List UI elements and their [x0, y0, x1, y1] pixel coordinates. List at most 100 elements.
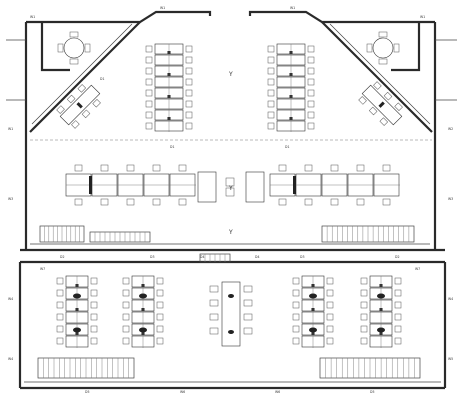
meeting-table-left [57, 31, 91, 65]
chair [152, 164, 161, 172]
chair [56, 313, 64, 321]
cabinet [197, 171, 217, 203]
desk-island [269, 164, 400, 206]
wall-label: W6 [275, 390, 280, 394]
task-chair [377, 293, 385, 299]
desk-island [360, 275, 402, 348]
chair [156, 337, 164, 345]
chair [56, 289, 64, 297]
chair [185, 122, 193, 130]
door-label: D3 [150, 255, 154, 259]
chair [156, 325, 164, 333]
door-label: D3 [300, 255, 304, 259]
chair [145, 122, 153, 130]
monitor [293, 176, 296, 194]
chair [90, 277, 98, 285]
chair [394, 301, 402, 309]
task-chair [377, 327, 385, 333]
chair [292, 277, 300, 285]
chair [304, 164, 313, 172]
chair [90, 289, 98, 297]
desk-island [267, 43, 315, 132]
chair [185, 111, 193, 119]
desk-island [56, 275, 98, 348]
chair [185, 45, 193, 53]
chair [307, 45, 315, 53]
desk-island [145, 43, 193, 132]
axis-mark: Y [228, 71, 233, 78]
chair [225, 187, 235, 197]
chair [360, 277, 368, 285]
door-label: D2 [60, 255, 64, 259]
chair [56, 277, 64, 285]
wall-label: W2 [448, 127, 453, 131]
sheet-labels: W1 W1 W1 W1 W1 W2 W3 W3 W4 W4 W4 W5 D1 D… [8, 6, 453, 394]
chair [382, 198, 391, 206]
stair-hatching [37, 225, 421, 379]
chair [326, 301, 334, 309]
chair [178, 198, 187, 206]
chair [185, 100, 193, 108]
chair [145, 78, 153, 86]
chair [394, 313, 402, 321]
chair [360, 313, 368, 321]
chair [356, 164, 365, 172]
wall-label: W3 [448, 197, 453, 201]
desk-island [65, 164, 196, 206]
chair [330, 198, 339, 206]
task-chair [139, 293, 147, 299]
chair [382, 164, 391, 172]
chair [360, 301, 368, 309]
chair [122, 289, 130, 297]
chair [326, 277, 334, 285]
wall-label: W1 [30, 15, 35, 19]
wall-label: W1 [420, 15, 425, 19]
chair [145, 67, 153, 75]
door-label: D4 [200, 255, 204, 259]
chair [156, 313, 164, 321]
chair [292, 301, 300, 309]
chair [145, 89, 153, 97]
task-chair [73, 293, 81, 299]
chair [56, 325, 64, 333]
conference-table [209, 281, 253, 347]
wall-label: W7 [40, 267, 45, 271]
door-label: D1 [100, 77, 104, 81]
chair [267, 56, 275, 64]
cabinet [245, 171, 265, 203]
task-chair [309, 293, 317, 299]
wall-label: W3 [8, 197, 13, 201]
chair [185, 89, 193, 97]
chair [267, 111, 275, 119]
chair [356, 198, 365, 206]
chair [394, 289, 402, 297]
chair [122, 301, 130, 309]
chair [267, 122, 275, 130]
chair [307, 67, 315, 75]
wall-label: W4 [8, 357, 13, 361]
chair [292, 337, 300, 345]
chair [156, 277, 164, 285]
meeting-table-right [366, 31, 400, 65]
chair [122, 313, 130, 321]
chair [360, 289, 368, 297]
chair [185, 56, 193, 64]
chair [326, 289, 334, 297]
task-chair [139, 327, 147, 333]
wall-label: W4 [448, 297, 453, 301]
chair [307, 122, 315, 130]
monitor [89, 176, 92, 194]
desk-island [292, 275, 334, 348]
chair [122, 337, 130, 345]
chair [100, 164, 109, 172]
diagonal-walls [29, 21, 433, 141]
chair [156, 289, 164, 297]
chair [360, 325, 368, 333]
chair [145, 45, 153, 53]
chair [152, 198, 161, 206]
diagonal-desks-left [56, 84, 101, 129]
chair [126, 198, 135, 206]
task-chair [309, 327, 317, 333]
chair [74, 164, 83, 172]
door-label: D2 [395, 255, 399, 259]
